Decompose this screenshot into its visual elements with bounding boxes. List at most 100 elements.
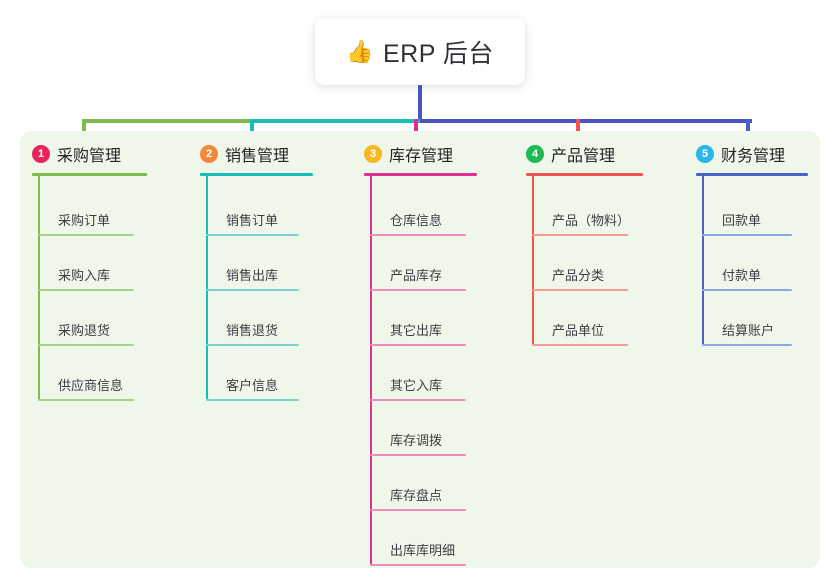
column-spine <box>206 176 208 399</box>
leaf-node-label: 库存调拨 <box>390 433 443 448</box>
leaf-node[interactable]: 采购订单 <box>38 200 134 236</box>
column-index-badge: 4 <box>526 145 544 163</box>
root-title-text: ERP 后台 <box>383 39 494 68</box>
leaf-node-label: 产品库存 <box>390 268 443 283</box>
column-header-rule <box>364 173 477 176</box>
root-node[interactable]: 👍 ERP 后台 <box>315 18 525 85</box>
column-index-badge: 5 <box>696 145 714 163</box>
column-header-5[interactable]: 5 财务管理 <box>696 142 785 166</box>
column-index-badge: 1 <box>32 145 50 163</box>
leaf-node[interactable]: 付款单 <box>702 255 792 291</box>
leaf-node-label: 销售出库 <box>226 268 279 283</box>
leaf-node[interactable]: 库存盘点 <box>370 475 466 511</box>
leaf-node-label: 产品（物料） <box>552 213 631 228</box>
column-title: 财务管理 <box>721 148 786 165</box>
branch-column-1: 1 采购管理采购订单采购入库采购退货供应商信息 <box>20 131 260 568</box>
leaf-node[interactable]: 产品库存 <box>370 255 466 291</box>
leaf-node-rule <box>532 289 628 291</box>
leaf-node[interactable]: 产品分类 <box>532 255 628 291</box>
leaf-node-rule <box>370 344 466 346</box>
column-spine <box>532 176 534 344</box>
branches-panel <box>20 131 820 568</box>
column-index-badge: 3 <box>364 145 382 163</box>
leaf-node[interactable]: 产品（物料） <box>532 200 631 236</box>
leaf-node-label: 销售订单 <box>226 213 279 228</box>
leaf-node[interactable]: 回款单 <box>702 200 792 236</box>
leaf-node[interactable]: 客户信息 <box>206 365 299 401</box>
leaf-node-label: 其它出库 <box>390 323 443 338</box>
leaf-node-label: 回款单 <box>722 213 762 228</box>
root-stem <box>418 85 422 123</box>
leaf-node-rule <box>206 234 299 236</box>
column-title: 库存管理 <box>389 148 454 165</box>
leaf-node-label: 供应商信息 <box>58 378 124 393</box>
leaf-node[interactable]: 结算账户 <box>702 310 792 346</box>
column-title: 采购管理 <box>57 148 122 165</box>
leaf-node-rule <box>370 234 466 236</box>
leaf-node-label: 库存盘点 <box>390 488 443 503</box>
leaf-node-rule <box>702 234 792 236</box>
leaf-node[interactable]: 销售退货 <box>206 310 299 346</box>
column-index-badge: 2 <box>200 145 218 163</box>
leaf-node-rule <box>38 344 134 346</box>
leaf-node[interactable]: 供应商信息 <box>38 365 134 401</box>
column-header-rule <box>696 173 808 176</box>
leaf-node-label: 付款单 <box>722 268 762 283</box>
column-header-rule <box>200 173 313 176</box>
leaf-node[interactable]: 库存调拨 <box>370 420 466 456</box>
column-spine <box>702 176 704 344</box>
branch-column-3: 3 库存管理仓库信息产品库存其它出库其它入库库存调拨库存盘点出库库明细 <box>352 131 592 568</box>
leaf-node[interactable]: 其它出库 <box>370 310 466 346</box>
leaf-node-rule <box>702 289 792 291</box>
branch-column-2: 2 销售管理销售订单销售出库销售退货客户信息 <box>188 131 428 568</box>
column-header-2[interactable]: 2 销售管理 <box>200 142 289 166</box>
leaf-node-label: 客户信息 <box>226 378 279 393</box>
branch-column-4: 4 产品管理产品（物料） 产品分类产品单位 <box>514 131 754 568</box>
leaf-node[interactable]: 其它入库 <box>370 365 466 401</box>
leaf-node-label: 产品单位 <box>552 323 605 338</box>
leaf-node-label: 销售退货 <box>226 323 279 338</box>
leaf-node-label: 结算账户 <box>722 323 775 338</box>
leaf-node-label: 其它入库 <box>390 378 443 393</box>
leaf-node-rule <box>532 344 628 346</box>
bus-segment-3 <box>420 119 752 123</box>
column-header-3[interactable]: 3 库存管理 <box>364 142 453 166</box>
thumbs-up-icon: 👍 <box>346 38 374 64</box>
leaf-node-rule <box>38 234 134 236</box>
column-header-1[interactable]: 1 采购管理 <box>32 142 121 166</box>
leaf-node[interactable]: 出库库明细 <box>370 530 466 566</box>
leaf-node[interactable]: 采购入库 <box>38 255 134 291</box>
leaf-node[interactable]: 采购退货 <box>38 310 134 346</box>
leaf-node-rule <box>370 454 466 456</box>
column-spine <box>38 176 40 399</box>
leaf-node-rule <box>206 289 299 291</box>
leaf-node-label: 采购入库 <box>58 268 111 283</box>
leaf-node-rule <box>370 509 466 511</box>
leaf-node-label: 产品分类 <box>552 268 605 283</box>
leaf-node-label: 采购退货 <box>58 323 111 338</box>
leaf-node-rule <box>206 344 299 346</box>
leaf-node-label: 采购订单 <box>58 213 111 228</box>
column-header-rule <box>526 173 643 176</box>
leaf-node-label: 仓库信息 <box>390 213 443 228</box>
column-header-rule <box>32 173 147 176</box>
leaf-node-label: 出库库明细 <box>390 543 456 558</box>
column-title: 产品管理 <box>551 148 616 165</box>
leaf-node[interactable]: 仓库信息 <box>370 200 466 236</box>
leaf-node-rule <box>206 399 299 401</box>
leaf-node[interactable]: 产品单位 <box>532 310 628 346</box>
leaf-node-rule <box>38 399 134 401</box>
root-node-label: 👍 ERP 后台 <box>346 34 494 70</box>
leaf-node-rule <box>532 234 628 236</box>
branch-column-5: 5 财务管理回款单付款单结算账户 <box>684 131 839 568</box>
leaf-node-rule <box>370 399 466 401</box>
leaf-node[interactable]: 销售订单 <box>206 200 299 236</box>
leaf-node-rule <box>370 289 466 291</box>
column-title: 销售管理 <box>225 148 290 165</box>
column-spine <box>370 176 372 564</box>
leaf-node[interactable]: 销售出库 <box>206 255 299 291</box>
leaf-node-rule <box>702 344 792 346</box>
column-header-4[interactable]: 4 产品管理 <box>526 142 615 166</box>
bus-segment-2 <box>252 119 420 123</box>
